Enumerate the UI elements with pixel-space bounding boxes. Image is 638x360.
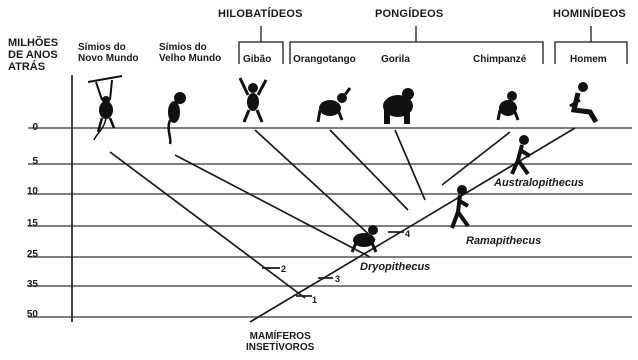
fossil-label-ramapithecus: Ramapithecus: [466, 235, 542, 247]
y-tick-15: 15: [26, 218, 38, 229]
y-axis-title: MILHÕES DE ANOS ATRÁS: [8, 37, 58, 73]
species-label-gorila: Gorila: [381, 54, 410, 65]
branch-chimpanze: [441, 131, 511, 186]
group-label-pongideos: PONGÍDEOS: [375, 8, 444, 20]
group-brackets: [238, 26, 628, 64]
time-gridlines: [28, 127, 632, 318]
fossil-label-dryopithecus: Dryopithecus: [360, 261, 431, 273]
branch-orangotango: [329, 129, 409, 211]
velho-mundo-monkey-icon: [167, 92, 186, 145]
gorila-icon: [383, 88, 414, 124]
y-axis-title-line-2: DE ANOS: [8, 49, 58, 61]
y-tick-5: 5: [32, 156, 38, 167]
node-label-2: 2: [281, 264, 287, 274]
bracket-hominideos: [554, 26, 628, 64]
species-label-velho-mundo-line-1: Símios do: [159, 42, 207, 53]
species-label-orangotango: Orangotango: [293, 54, 356, 65]
root-label-line-2: INSETÍVOROS: [246, 342, 315, 353]
species-label-homem: Homem: [570, 54, 607, 65]
branch-gibao: [254, 129, 376, 241]
y-axis-title-line-1: MILHÕES: [8, 37, 59, 49]
chimpanze-icon: [496, 91, 520, 121]
main-trunk-branch: [249, 127, 576, 323]
species-label-novo-mundo-line-2: Novo Mundo: [78, 53, 139, 64]
australopithecus-icon: [510, 135, 532, 176]
node-label-1: 1: [312, 295, 318, 305]
species-label-velho-mundo: Símios do Velho Mundo: [159, 42, 221, 64]
y-tick-0: 0: [32, 122, 38, 133]
y-tick-25: 25: [26, 249, 38, 260]
species-label-novo-mundo: Símios do Novo Mundo: [78, 42, 139, 64]
y-axis-title-line-3: ATRÁS: [8, 61, 46, 73]
novo-mundo-monkey-icon: [87, 75, 123, 141]
species-label-chimpanze: Chimpanzé: [473, 54, 527, 65]
fossil-label-australopithecus: Australopithecus: [494, 177, 584, 189]
species-label-novo-mundo-line-1: Símios do: [78, 42, 126, 53]
branch-gorila: [394, 129, 426, 201]
group-label-hominideos: HOMINÍDEOS: [553, 8, 626, 20]
y-tick-35: 35: [26, 279, 38, 290]
bracket-hilobatideos: [238, 26, 284, 64]
bracket-pongideos: [289, 26, 544, 64]
group-label-hilobatideos: HILOBATÍDEOS: [218, 8, 303, 20]
branch-novo-mundo: [109, 151, 306, 299]
node-label-4: 4: [405, 229, 411, 239]
phylogeny-branches: [109, 127, 576, 323]
ramapithecus-icon: [450, 185, 470, 229]
root-label-line-1: MAMÍFEROS: [249, 331, 311, 342]
species-label-velho-mundo-line-2: Velho Mundo: [159, 53, 222, 64]
root-label: MAMÍFEROS INSETÍVOROS: [246, 331, 314, 353]
orangotango-icon: [316, 87, 352, 123]
dryopithecus-icon: [350, 225, 378, 253]
y-tick-10: 10: [26, 186, 38, 197]
y-tick-50: 50: [26, 309, 38, 320]
node-label-3: 3: [335, 274, 341, 284]
silhouettes: [87, 75, 599, 253]
species-label-gibao: Gibão: [243, 54, 272, 65]
homem-icon: [569, 82, 599, 124]
gibao-icon: [238, 77, 268, 123]
branch-velho-mundo: [174, 154, 371, 258]
